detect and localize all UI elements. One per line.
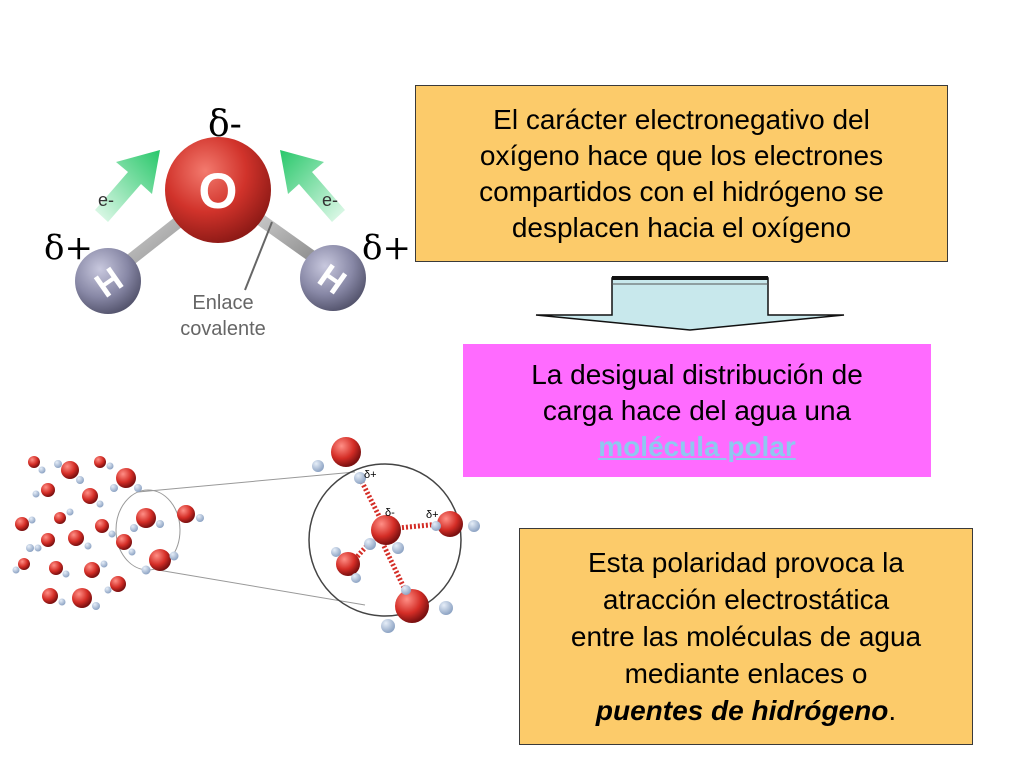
polar-molecule-box: La desigual distribución de carga hace d… [463,344,931,477]
hbond-delta-plus-a: δ+ [364,469,377,481]
down-arrow-icon [535,276,845,331]
hydrogen-bond-diagram: δ+ δ- δ+ [12,437,480,633]
polar-molecule-link[interactable]: molécula polar [598,430,796,462]
electron-arrow-left-icon [95,150,160,222]
oxygen-label: O [199,163,238,219]
electronegativity-box: El carácter electronegativo del oxígeno … [415,85,948,262]
box3-line1: Esta polaridad provoca la [588,547,904,578]
box1-line1: El carácter electronegativo del [493,103,870,135]
electron-arrow-right-icon [280,150,345,222]
hbond-delta-minus: δ- [385,507,395,519]
hydrogen-bond-box: Esta polaridad provoca la atracción elec… [519,528,973,745]
oxygen-atom [165,137,271,243]
bond-label: Enlace covalente [168,290,278,342]
detail-molecules [312,437,480,633]
box1-line4: desplacen hacia el oxígeno [511,211,852,243]
box3-period: . [888,695,897,726]
water-molecule-diagram: O H H [0,0,420,360]
bond-label-line1: Enlace [192,292,254,314]
bond-label-pointer [244,221,273,291]
electron-label-left: e- [98,190,115,210]
water-cluster [12,456,204,610]
bond-label-line2: covalente [180,318,266,340]
box2-line2: carga hace del agua una [542,394,852,426]
hydrogen-bonds-emphasis: puentes de hidrógeno [595,695,889,726]
box3-line3: entre las moléculas de agua [570,621,922,652]
box3-line4: mediante enlaces o [624,658,868,689]
hydrogen-atom-right [300,245,366,311]
box2-line1: La desigual distribución de [531,358,863,390]
delta-plus-right-label: δ+ [362,228,411,268]
electron-label-right: e- [322,190,339,210]
box1-line3: compartidos con el hidrógeno se [479,175,884,207]
zoom-detail-circle [308,463,462,617]
hydrogen-atom-left [75,248,141,314]
box3-line2: atracción electrostática [602,584,890,615]
box1-line2: oxígeno hace que los electrones [479,139,884,171]
delta-minus-label: δ- [208,104,242,145]
delta-plus-left-label: δ+ [44,228,93,268]
water-molecule-graphic: O H H [75,137,366,314]
hbond-delta-plus-b: δ+ [426,509,439,521]
